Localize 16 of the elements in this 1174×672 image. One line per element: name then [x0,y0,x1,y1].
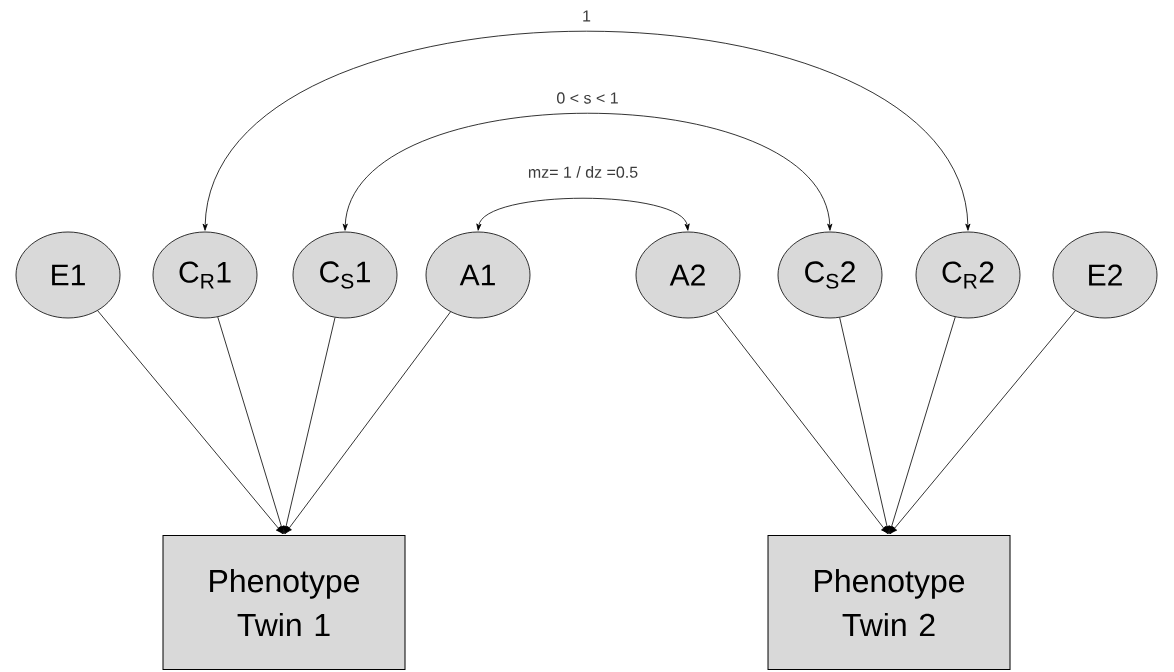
arrow [282,317,336,534]
arrow [839,317,891,534]
double-headed-arrow [476,197,690,231]
edge-label: 0 < s < 1 [555,91,620,105]
arrow [97,310,284,535]
arrow [217,316,285,534]
arrow [715,311,889,535]
arrow [889,310,1076,535]
edge-label: 1 [581,9,592,23]
arrow [284,311,451,535]
double-headed-arrow [342,112,833,231]
arrow [888,316,956,534]
phenotype-box: Phenotype Twin 2 [767,535,1011,670]
phenotype-box: Phenotype Twin 1 [162,535,406,670]
double-headed-arrow [202,30,971,231]
edge-label: mz= 1 / dz =0.5 [526,165,640,179]
